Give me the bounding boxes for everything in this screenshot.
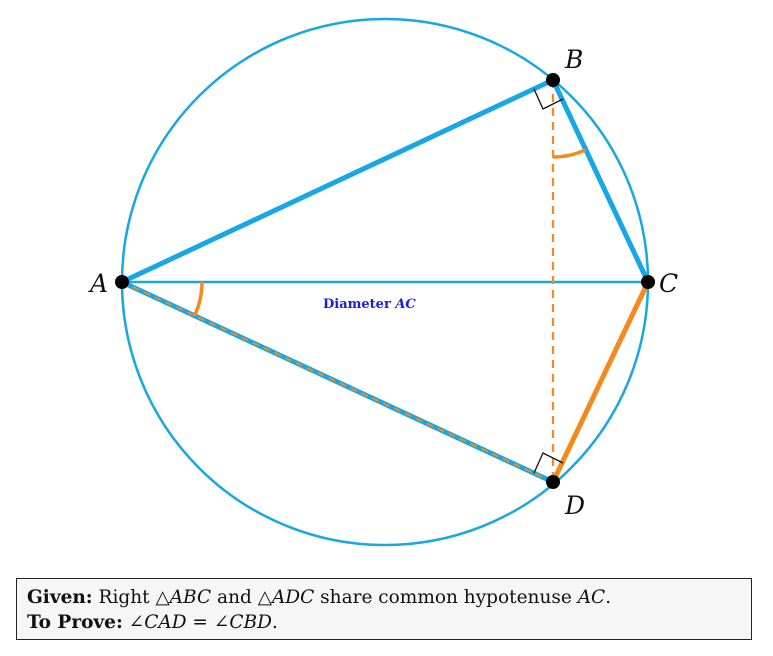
given-text-4: . bbox=[605, 587, 612, 608]
prove-text-3: . bbox=[271, 612, 278, 633]
right-angle-marker-b bbox=[533, 88, 564, 110]
given-triangle-1: ABC bbox=[169, 587, 212, 608]
prove-angle-2: CBD bbox=[229, 612, 272, 633]
prove-text-1: ∠ bbox=[128, 612, 145, 633]
label-b: B bbox=[564, 45, 583, 74]
right-angle-marker-d bbox=[533, 452, 564, 474]
given-prove-box: Given: Right △ABC and △ADC share common … bbox=[16, 578, 752, 640]
diameter-label-prefix: Diameter bbox=[323, 297, 395, 312]
label-c: C bbox=[659, 269, 678, 298]
given-text-1: Right △ bbox=[98, 587, 170, 608]
point-b bbox=[546, 73, 560, 87]
diameter-label: Diameter AC bbox=[323, 297, 416, 312]
given-hypotenuse: AC bbox=[577, 587, 606, 608]
given-text-3: share common hypotenuse bbox=[314, 587, 578, 608]
angle-arc-cbd bbox=[552, 148, 587, 159]
point-c bbox=[641, 275, 655, 289]
given-triangle-2: ADC bbox=[271, 587, 315, 608]
diameter-label-segment: AC bbox=[393, 297, 416, 312]
prove-line: To Prove: ∠CAD = ∠CBD. bbox=[27, 610, 741, 635]
given-line: Given: Right △ABC and △ADC share common … bbox=[27, 585, 741, 610]
point-a bbox=[115, 275, 129, 289]
segment-bc bbox=[550, 78, 651, 284]
geometry-figure: A B C D Diameter AC bbox=[88, 17, 678, 547]
segment-cd bbox=[550, 280, 651, 484]
prove-angle-1: CAD bbox=[144, 612, 187, 633]
label-d: D bbox=[564, 491, 585, 520]
given-text-2: and △ bbox=[211, 587, 272, 608]
angle-arc-cad bbox=[192, 281, 204, 317]
prove-text-2: = ∠ bbox=[186, 612, 230, 633]
label-a: A bbox=[88, 269, 108, 298]
given-label: Given: bbox=[27, 587, 93, 608]
segment-ab bbox=[120, 77, 555, 285]
point-d bbox=[546, 475, 560, 489]
prove-label: To Prove: bbox=[27, 612, 123, 633]
